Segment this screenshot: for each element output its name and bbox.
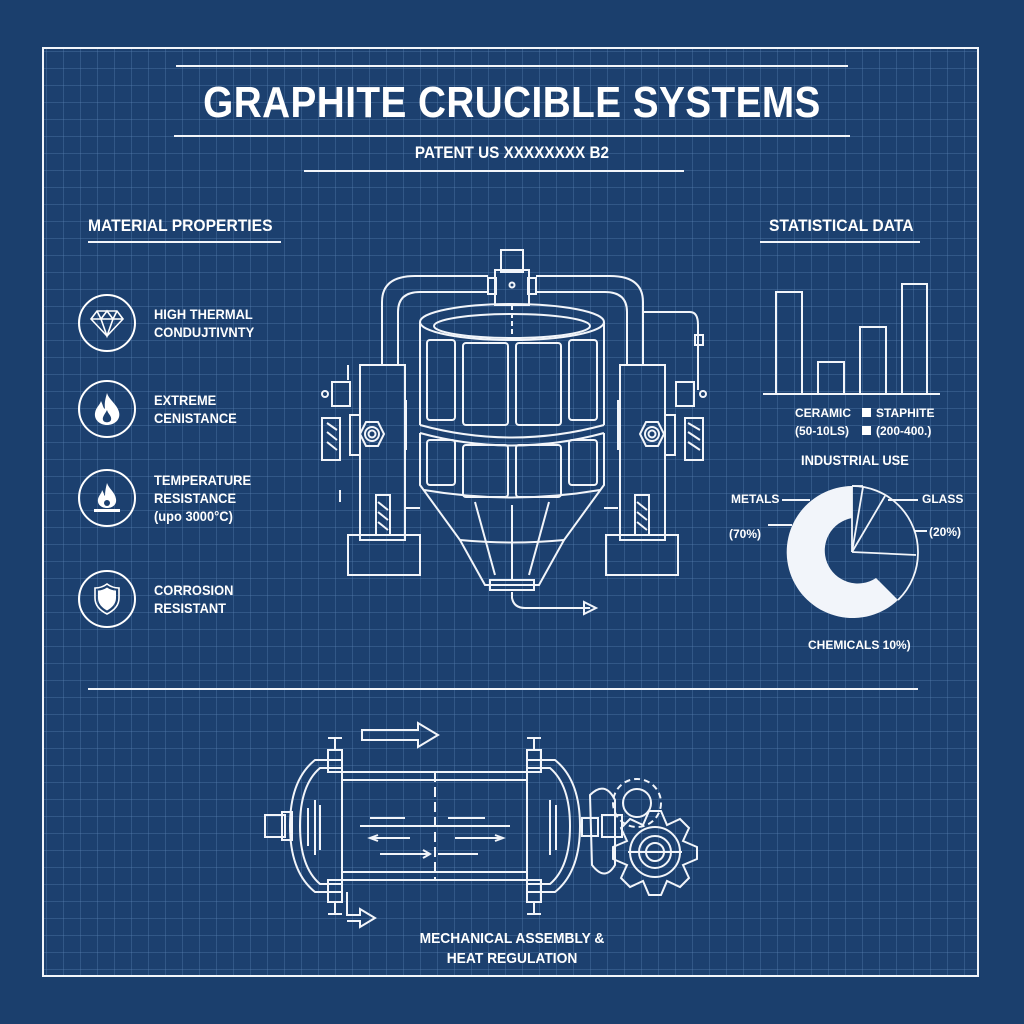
glass-pct-leader-line [915,530,927,532]
metals-leader-line [782,499,810,501]
bar-legend-right: STAPHITE (200-400.) [862,404,934,440]
flame-on-base-icon [78,469,136,527]
pie-label-glass: GLASS [922,492,964,506]
crucible-assembly-drawing [321,249,707,616]
material-properties-rule [88,241,281,243]
pie-chart [786,485,919,618]
bar-chart [763,283,940,395]
pie-label-chemicals: CHEMICALS 10%) [808,638,911,652]
page-title: GRAPHITE CRUCIBLE SYSTEMS [203,78,821,127]
property-corrosion-resistant: CORROSION RESISTANT [78,570,240,628]
property-temperature-resistance: TEMPERATURE RESISTANCE (upo 3000°C) [78,469,260,527]
pie-label-glass-pct: (20%) [929,525,962,539]
statistical-data-rule [760,241,920,243]
bar-4 [901,283,928,395]
legend-swatch [862,408,871,417]
legend-swatch [862,426,871,435]
property-line: HIGH THERMAL [154,306,253,322]
title-top-rule [176,65,848,67]
property-extreme-resistance: EXTREME CENISTANCE [78,380,244,438]
industrial-use-heading: INDUSTRIAL USE [801,452,909,468]
subtitle-rule [304,170,684,172]
title-bottom-rule [174,135,850,137]
bar-1 [775,291,803,395]
section-divider [88,688,918,690]
property-line: EXTREME [154,392,217,408]
mechanical-assembly-drawing [264,721,698,929]
diamond-icon [78,294,136,352]
metals-pct-leader-line [768,524,792,526]
property-line: TEMPERATURE [154,472,252,488]
bar-2 [817,361,845,395]
statistical-data-heading: STATISTICAL DATA [769,216,914,235]
property-line: (upo 3000°C) [154,508,233,524]
patent-number: PATENT US XXXXXXXX B2 [414,143,610,162]
property-thermal-conductivity: HIGH THERMAL CONDUJTIVNTY [78,294,263,352]
large-gear-icon [612,810,698,896]
material-properties-heading: MATERIAL PROPERTIES [88,216,273,235]
property-line: CORROSION [154,582,234,598]
pie-label-metals-pct: (70%) [729,527,762,541]
small-gear-icon [612,778,662,828]
bar-3 [859,326,887,395]
glass-leader-line [888,499,918,501]
property-line: RESISTANT [154,600,227,616]
shield-icon [78,570,136,628]
property-line: CONDUJTIVNTY [154,324,255,340]
flame-icon [78,380,136,438]
bar-legend-left: CERAMIC (50-10LS) [795,406,851,438]
property-line: CENISTANCE [154,410,237,426]
property-line: RESISTANCE [154,490,237,506]
pie-label-metals: METALS [731,492,780,506]
bottom-caption: MECHANICAL ASSEMBLY & HEAT REGULATION [419,930,605,967]
